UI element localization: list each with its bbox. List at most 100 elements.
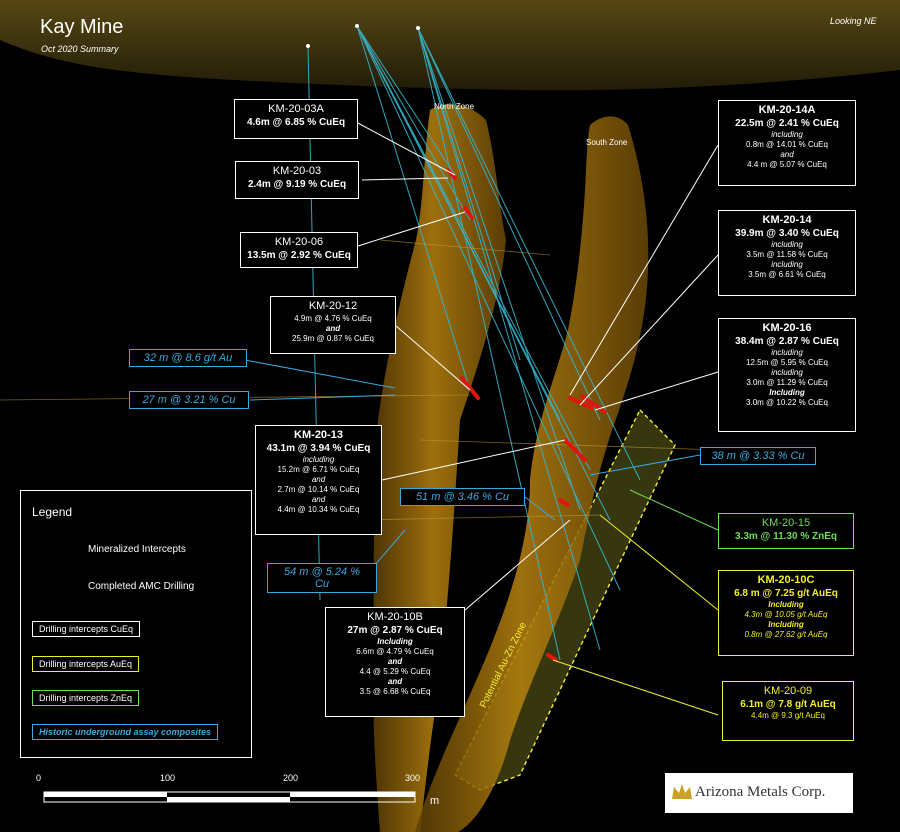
hole-name: KM-20-03 [272,165,322,177]
intercept-box-km-20-14a: KM-20-14A 22.5m @ 2.41 % CuEq including … [718,100,856,186]
hole-grade: 13.5m @ 2.92 % CuEq [247,249,351,261]
hole-name: KM-20-09 [763,685,813,697]
scale-tick: 0 [36,773,42,783]
conjunction: Including [769,388,805,398]
hole-grade: 4.6m @ 6.85 % CuEq [246,116,346,128]
grade-line: 3.5m @ 11.58 % CuEq [746,250,828,260]
scale-tick: 200 [283,773,299,783]
historic-composite: 27 m @ 3.21 % Cu [129,391,249,409]
conjunction: and [325,323,341,333]
grade-line: 0.8m @ 14.01 % CuEq [746,140,828,150]
grade-line: 2.7m @ 10.14 % CuEq [277,485,360,495]
hole-name: KM-20-10C [757,574,815,586]
grade-line: 6.6m @ 4.79 % CuEq [356,647,434,657]
legend-historic: Historic underground assay composites [32,724,219,740]
scale-bar [43,791,416,803]
legend: Legend Mineralized Intercepts Completed … [20,490,252,758]
conjunction: including [302,455,335,465]
hole-grade: 22.5m @ 2.41 % CuEq [735,117,839,129]
crown-icon [672,784,692,799]
historic-composite: 38 m @ 3.33 % Cu [700,447,816,465]
page-title: Kay Mine [40,16,124,38]
grade-line: 3.5 @ 6.68 % CuEq [359,687,431,697]
hole-name: KM-20-13 [294,429,343,441]
intercept-box-km-20-16: KM-20-16 38.4m @ 2.87 % CuEq including 1… [718,318,856,432]
hole-name: KM-20-15 [761,517,811,529]
hole-grade: 39.9m @ 3.40 % CuEq [735,227,839,239]
page-subtitle: Oct 2020 Summary [41,44,119,54]
south-zone-label: South Zone [586,138,628,147]
conjunction: including [771,368,803,378]
grade-line: 4.4m @ 10.34 % CuEq [277,505,360,515]
conjunction: Including [768,600,804,610]
leader-lines [244,121,719,716]
historic-composite: 54 m @ 5.24 % Cu [267,563,377,593]
intercept-box-km-20-12: KM-20-12 4.9m @ 4.76 % CuEq and 25.9m @ … [270,296,396,354]
hole-grade: 6.8 m @ 7.25 g/t AuEq [734,587,838,599]
hole-name: KM-20-12 [308,300,358,312]
scale-unit: m [430,795,440,807]
conjunction: including [771,240,803,250]
surface-topography [0,0,900,91]
conjunction: and [311,495,326,505]
logo-text: Arizona Metals Corp. [695,784,826,800]
scale-tick: 300 [405,773,421,783]
conjunction: including [771,260,803,270]
conjunction: and [780,150,794,160]
hole-name: KM-20-14A [758,104,816,116]
grade-line: 12.5m @ 5.95 % CuEq [746,358,828,368]
drill-collars [306,24,420,48]
grade-line: 0.8m @ 27.62 g/t AuEq [744,630,828,640]
historic-composite: 51 m @ 3.46 % Cu [400,488,525,506]
intercept-box-km-20-13: KM-20-13 43.1m @ 3.94 % CuEq including 1… [255,425,382,535]
intercept-box-km-20-06: KM-20-06 13.5m @ 2.92 % CuEq [240,232,358,268]
historic-composite: 32 m @ 8.6 g/t Au [129,349,247,367]
view-direction: Looking NE [830,16,877,26]
intercept-box-km-20-03a: KM-20-03A 4.6m @ 6.85 % CuEq [234,99,358,139]
hole-grade: 27m @ 2.87 % CuEq [347,624,443,636]
legend-cueq: Drilling intercepts CuEq [32,621,141,637]
intercept-box-km-20-10c: KM-20-10C 6.8 m @ 7.25 g/t AuEq Includin… [718,570,854,656]
legend-title: Legend [32,505,73,519]
intercept-box-km-20-03: KM-20-03 2.4m @ 9.19 % CuEq [235,161,359,199]
intercept-box-km-20-14: KM-20-14 39.9m @ 3.40 % CuEq including 3… [718,210,856,296]
legend-aueq: Drilling intercepts AuEq [32,656,140,672]
hole-name: KM-20-03A [268,103,324,115]
hole-grade: 6.1m @ 7.8 g/t AuEq [740,698,836,710]
hole-name: KM-20-06 [274,236,324,248]
grade-line: 4.4m @ 9.3 g/t AuEq [751,711,825,721]
conjunction: and [387,657,403,667]
legend-drilling: Completed AMC Drilling [88,581,195,592]
grade-line: 3.0m @ 10.22 % CuEq [746,398,828,408]
grade-line: 25.9m @ 0.87 % CuEq [292,333,374,343]
hole-grade: 2.4m @ 9.19 % CuEq [247,178,347,190]
grade-line: 3.5m @ 6.61 % CuEq [748,270,826,280]
legend-mineralized: Mineralized Intercepts [88,544,186,555]
hole-name: KM-20-10B [367,611,423,623]
grade-line: 4.4 m @ 5.07 % CuEq [747,160,827,170]
grade-line: 4.3m @ 10.05 g/t AuEq [744,610,828,620]
hole-name: KM-20-16 [762,322,812,334]
mineralized-intercepts [446,168,607,662]
scale-tick: 100 [160,773,176,783]
conjunction: and [387,677,403,687]
hole-name: KM-20-14 [762,214,812,226]
south-zone-orebody [415,116,649,832]
conjunction: including [771,130,803,140]
conjunction: Including [768,620,804,630]
hole-grade: 43.1m @ 3.94 % CuEq [266,442,371,454]
hole-grade: 38.4m @ 2.87 % CuEq [735,335,839,347]
intercept-box-km-20-15: KM-20-15 3.3m @ 11.30 % ZnEq [718,513,854,549]
hole-grade: 3.3m @ 11.30 % ZnEq [734,530,838,542]
north-zone-label: North Zone [434,102,475,111]
grade-line: 3.0m @ 11.29 % CuEq [746,378,828,388]
conjunction: and [311,475,326,485]
conjunction: Including [377,637,413,647]
intercept-box-km-20-10b: KM-20-10B 27m @ 2.87 % CuEq Including 6.… [325,607,465,717]
grade-line: 15.2m @ 6.71 % CuEq [277,465,360,475]
intercept-box-km-20-09: KM-20-09 6.1m @ 7.8 g/t AuEq 4.4m @ 9.3 … [722,681,854,741]
conjunction: including [771,348,803,358]
company-logo: Arizona Metals Corp. [665,773,853,813]
grade-line: 4.9m @ 4.76 % CuEq [294,313,372,323]
